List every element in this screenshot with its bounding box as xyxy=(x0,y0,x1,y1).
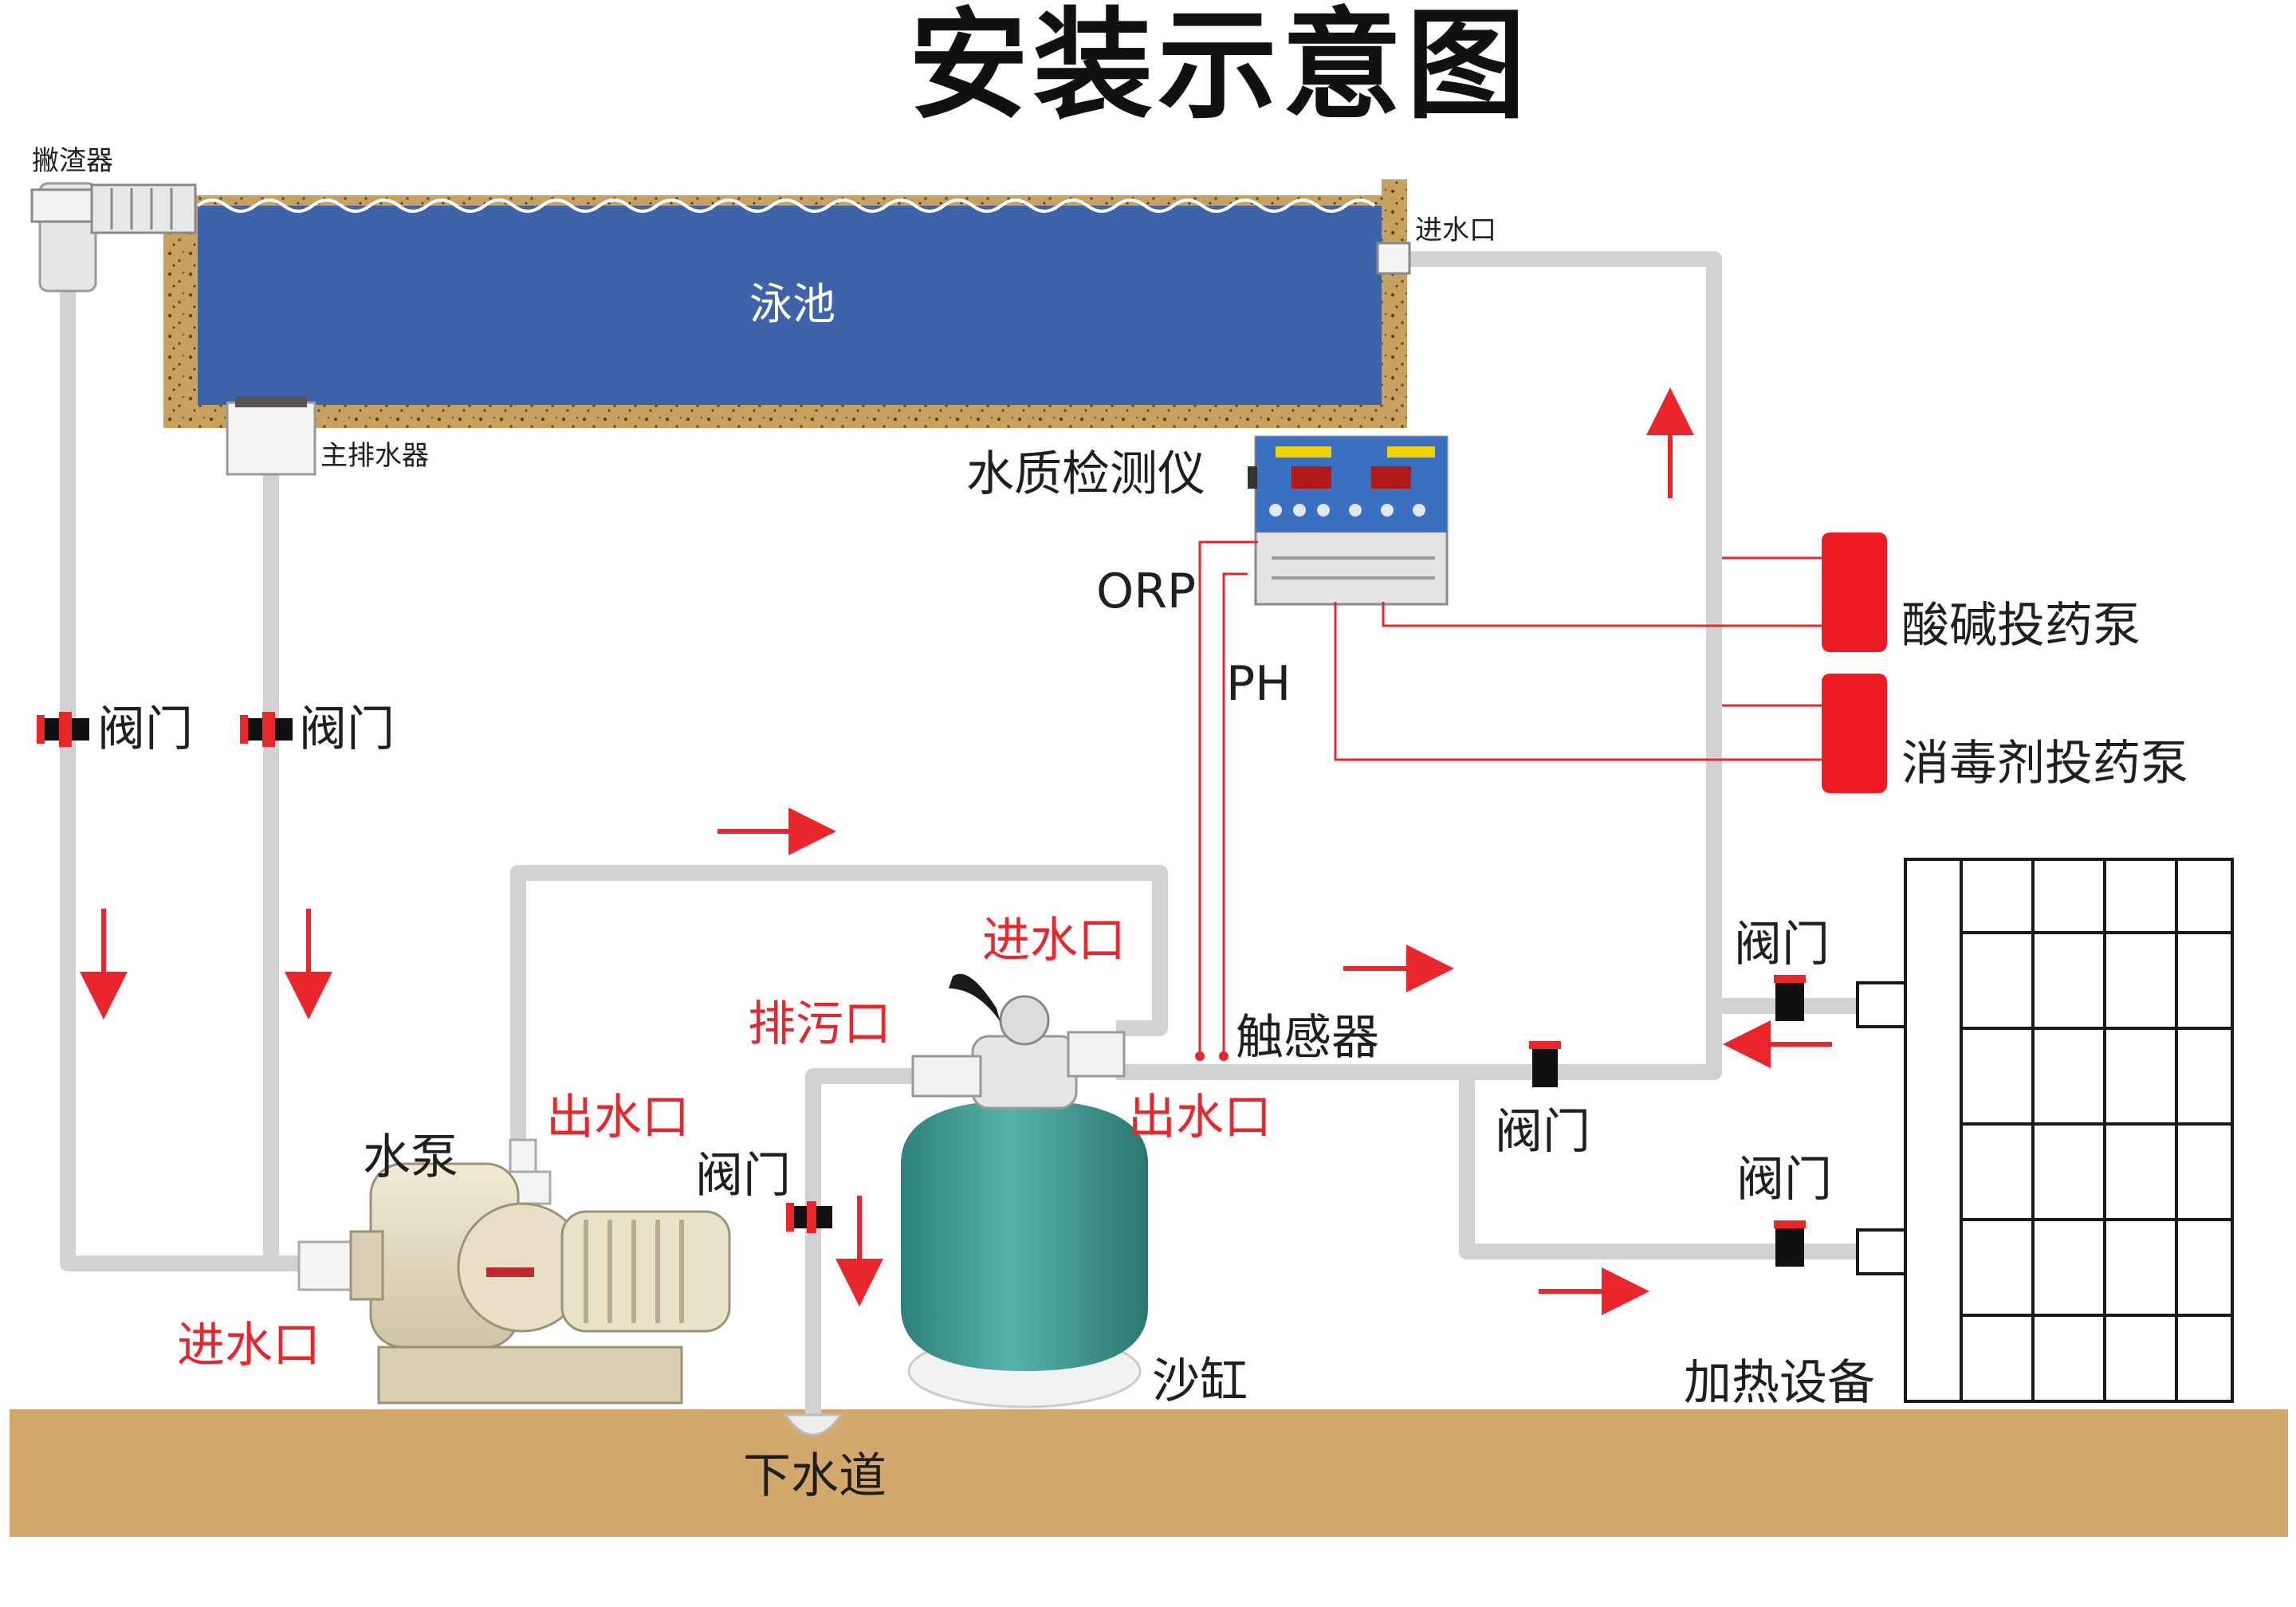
label-filter-outlet: 出水口 xyxy=(1128,1090,1272,1145)
label-inlet-top: 进水口 xyxy=(1415,214,1496,246)
disinfectant-dosing-pump xyxy=(1822,674,1887,793)
heater-unit xyxy=(1856,858,2234,1403)
valve-drain xyxy=(786,1201,832,1233)
valve-sensor-line xyxy=(1529,1041,1561,1087)
water-quality-tester xyxy=(1248,435,1449,606)
label-sand-tank: 沙缸 xyxy=(1152,1354,1248,1409)
label-drain-outlet: 排污口 xyxy=(748,996,891,1052)
label-valve-mid: 阀门 xyxy=(299,701,395,757)
label-sewer: 下水道 xyxy=(743,1448,887,1504)
valve-heater-lower xyxy=(1774,1220,1806,1267)
label-valve-drain: 阀门 xyxy=(695,1148,791,1204)
main-drain-device xyxy=(226,396,316,476)
label-pump-outlet: 出水口 xyxy=(546,1090,690,1145)
label-sensor: 触感器 xyxy=(1236,1010,1379,1066)
ground xyxy=(10,1409,2288,1537)
label-filter-inlet: 进水口 xyxy=(982,913,1126,969)
signal-wires xyxy=(1198,540,1822,1056)
flow-arrows xyxy=(80,387,1832,1315)
label-acid-pump: 酸碱投药泵 xyxy=(1901,598,2141,654)
label-ph: PH xyxy=(1226,656,1292,712)
label-main-drain: 主排水器 xyxy=(320,440,429,472)
label-pump-inlet: 进水口 xyxy=(177,1318,320,1373)
pool-basin xyxy=(163,179,1407,428)
label-valve-left: 阀门 xyxy=(97,701,193,757)
water-pump xyxy=(297,1138,731,1405)
label-pool: 泳池 xyxy=(749,279,835,329)
label-water-tester: 水质检测仪 xyxy=(966,446,1205,502)
sand-filter xyxy=(901,973,1148,1409)
pool-inlet-fitting xyxy=(1376,242,1411,275)
valve-left xyxy=(37,712,89,747)
acid-dosing-pump xyxy=(1822,532,1887,652)
label-valve-heater-lower: 阀门 xyxy=(1736,1152,1832,1208)
page-title: 安装示意图 xyxy=(909,0,1531,136)
valve-heater-upper xyxy=(1774,975,1806,1021)
label-valve-heater-upper: 阀门 xyxy=(1734,917,1830,972)
label-heater: 加热设备 xyxy=(1684,1355,1875,1411)
label-disinfectant-pump: 消毒剂投药泵 xyxy=(1901,736,2188,792)
label-orp: ORP xyxy=(1096,564,1197,619)
valve-mid xyxy=(240,712,293,747)
sewer-outlet xyxy=(783,1413,843,1436)
label-valve-sensor-line: 阀门 xyxy=(1495,1104,1590,1160)
pipe-network xyxy=(60,251,1858,1419)
label-pump: 水泵 xyxy=(363,1130,458,1185)
skimmer-device xyxy=(30,182,197,293)
label-skimmer: 撇渣器 xyxy=(32,145,113,177)
